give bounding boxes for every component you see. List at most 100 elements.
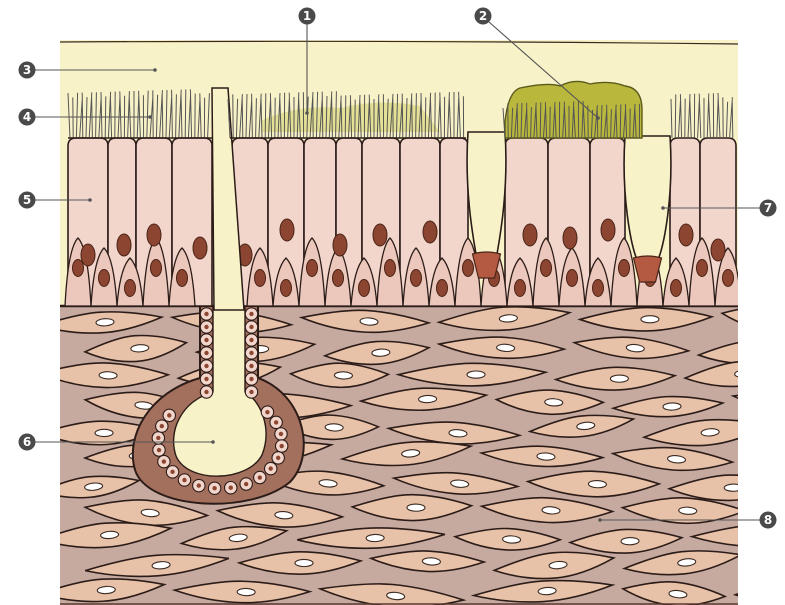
gland-cell-nucleus [204, 390, 208, 394]
gland-cell-nucleus [279, 432, 283, 436]
label-number: 7 [764, 201, 772, 215]
gland-cell-nucleus [156, 436, 160, 440]
fibroblast-nucleus [502, 535, 520, 543]
leader-dot [153, 68, 157, 72]
fibroblast-body [742, 445, 785, 471]
fibroblast-nucleus [757, 532, 775, 540]
label-number: 2 [479, 9, 487, 23]
nucleus [463, 260, 474, 277]
leader-dot [661, 206, 665, 210]
fibroblast-body [750, 549, 785, 584]
fibroblast-nucleus [610, 375, 628, 382]
nucleus [307, 260, 318, 277]
gland-cell-nucleus [249, 325, 253, 329]
fibroblast-nucleus [747, 348, 765, 356]
fibroblast-body [778, 415, 785, 437]
nucleus [99, 270, 110, 287]
nucleus [679, 224, 693, 246]
nucleus [359, 280, 370, 297]
leader-dot [148, 115, 152, 119]
fibroblast [732, 386, 785, 419]
gland-cell-nucleus [269, 466, 273, 470]
gland-cell-nucleus [249, 312, 253, 316]
gland-cell-nucleus [170, 470, 174, 474]
gland-cell-nucleus [244, 482, 248, 486]
nucleus [567, 270, 578, 287]
label-number: 3 [23, 63, 31, 77]
leader-dot [596, 116, 600, 120]
fibroblast-nucleus [418, 395, 436, 403]
label-number: 8 [764, 513, 772, 527]
nucleus [147, 224, 161, 246]
gland-cell-nucleus [249, 377, 253, 381]
nucleus [601, 219, 615, 241]
gland-cell-nucleus [204, 351, 208, 355]
fibroblast-nucleus [663, 403, 681, 411]
fibroblast-nucleus [99, 371, 117, 379]
fibroblast-nucleus [724, 484, 742, 492]
fibroblast-nucleus [641, 316, 659, 323]
gland-cell-nucleus [249, 351, 253, 355]
label-number: 4 [23, 110, 31, 124]
gland-cell-nucleus [249, 364, 253, 368]
nucleus [593, 280, 604, 297]
nucleus [423, 221, 437, 243]
nucleus [333, 234, 347, 256]
label-number: 6 [23, 435, 31, 449]
nucleus [697, 260, 708, 277]
nucleus [125, 280, 136, 297]
gland-cell-nucleus [276, 456, 280, 460]
fibroblast-nucleus [295, 559, 313, 566]
fibroblast [750, 549, 785, 584]
nucleus [81, 244, 95, 266]
fibroblast-body [732, 386, 785, 419]
gland-cell-nucleus [229, 485, 233, 489]
epithelium [65, 132, 741, 306]
goblet-cup [624, 136, 671, 261]
fibroblast [734, 576, 785, 605]
nucleus [193, 237, 207, 259]
nucleus [541, 260, 552, 277]
gland-cell-nucleus [204, 325, 208, 329]
gland-cell-nucleus [204, 364, 208, 368]
gland-cell-nucleus [279, 444, 283, 448]
nucleus [333, 270, 344, 287]
nucleus [281, 280, 292, 297]
gland-cell-nucleus [204, 312, 208, 316]
nucleus [711, 239, 725, 261]
fibroblast-nucleus [325, 423, 343, 431]
fibroblast-nucleus [545, 398, 563, 406]
gland-cell-nucleus [274, 420, 278, 424]
nucleus [373, 224, 387, 246]
nucleus [515, 280, 526, 297]
fibroblast-nucleus [366, 534, 384, 542]
fibroblast-nucleus [422, 557, 440, 565]
label-number: 5 [23, 193, 31, 207]
gland-cell-nucleus [212, 486, 216, 490]
nucleus [437, 280, 448, 297]
fibroblast-nucleus [588, 480, 606, 488]
goblet-cup [467, 132, 506, 257]
gland-cell-nucleus [167, 413, 171, 417]
leader-dot [211, 440, 215, 444]
nucleus [411, 270, 422, 287]
gland-cell-nucleus [204, 377, 208, 381]
fibroblast-nucleus [769, 314, 785, 323]
nucleus [151, 260, 162, 277]
gland-cell-nucleus [160, 424, 164, 428]
gland-cell-nucleus [204, 338, 208, 342]
gland-cell-nucleus [182, 478, 186, 482]
gland-cell-nucleus [157, 448, 161, 452]
nucleus [117, 234, 131, 256]
nucleus [671, 280, 682, 297]
nucleus [619, 260, 630, 277]
nucleus [563, 227, 577, 249]
fibroblast-nucleus [467, 371, 485, 378]
fibroblast [778, 415, 785, 437]
fibroblast-nucleus [95, 429, 113, 436]
fibroblast-nucleus [679, 507, 697, 515]
fibroblast-nucleus [621, 537, 639, 545]
nucleus [255, 270, 266, 287]
nucleus [723, 270, 734, 287]
label-number: 1 [303, 9, 311, 23]
